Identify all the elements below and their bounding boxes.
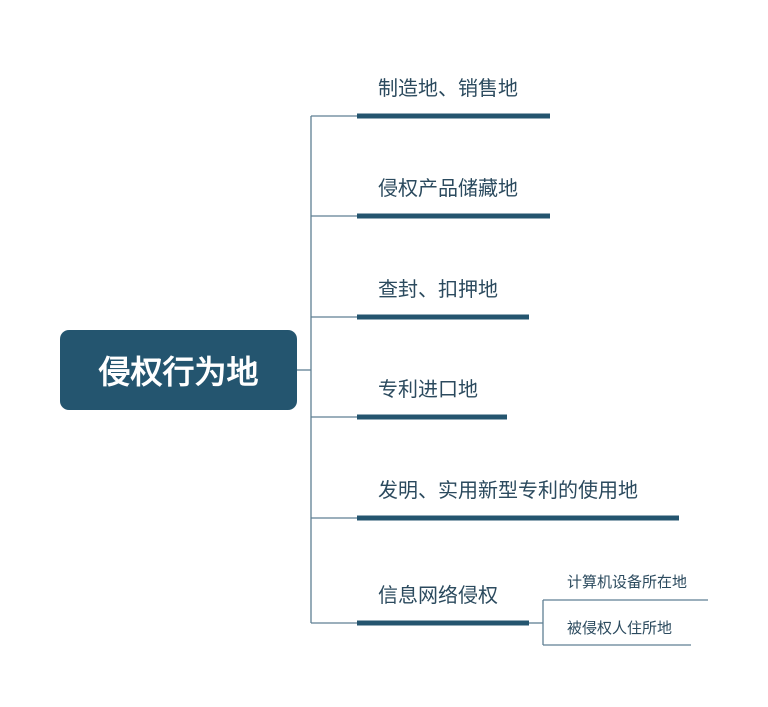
sub-node[interactable]: 计算机设备所在地	[567, 573, 688, 591]
branch-node[interactable]: 制造地、销售地	[378, 76, 518, 100]
branch-node[interactable]: 信息网络侵权	[378, 583, 498, 607]
root-label: 侵权行为地	[98, 353, 259, 391]
branch-node[interactable]: 专利进口地	[378, 377, 478, 401]
sub-node[interactable]: 被侵权人住所地	[567, 619, 673, 637]
branch-node[interactable]: 侵权产品储藏地	[378, 176, 518, 200]
branch-node[interactable]: 发明、实用新型专利的使用地	[378, 478, 638, 502]
root-node[interactable]: 侵权行为地	[60, 330, 297, 410]
branch-node[interactable]: 查封、扣押地	[378, 277, 498, 301]
